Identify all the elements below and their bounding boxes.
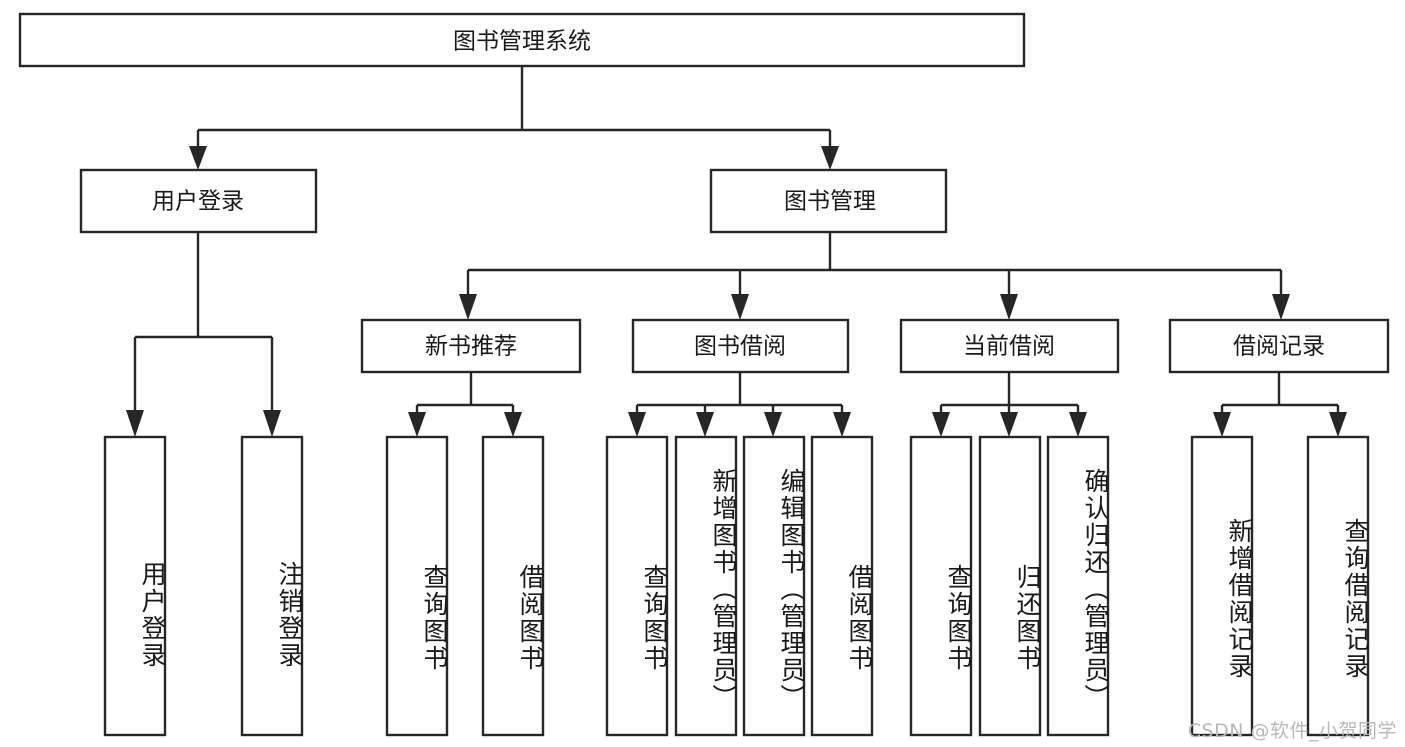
- node-leaf-query-record[interactable]: [1306, 435, 1370, 737]
- arrow-user-login: [189, 146, 207, 170]
- node-leaf-query-book-1[interactable]: [385, 435, 449, 737]
- node-leaf-borrow-book-1[interactable]: [481, 435, 545, 737]
- arrow-book-borrow: [731, 294, 749, 320]
- node-book-management[interactable]: [709, 168, 948, 234]
- csdn-watermark: CSDN @软件_小贺同学: [1187, 720, 1397, 742]
- node-book-borrow-label: 图书借阅: [694, 334, 786, 360]
- arrow-leaf-borrow-book-1: [504, 412, 522, 437]
- node-leaf-query-book-3[interactable]: [909, 435, 973, 737]
- node-leaf-confirm-return[interactable]: [1046, 435, 1110, 737]
- arrow-leaf-query-book-1: [408, 412, 426, 437]
- arrow-book-management: [821, 146, 839, 170]
- arrow-leaf-query-book-3: [932, 412, 950, 437]
- arrow-leaf-borrow-book-2: [833, 412, 851, 437]
- node-root-label: 图书管理系统: [453, 29, 591, 55]
- node-leaf-add-record[interactable]: [1190, 435, 1254, 737]
- node-current-borrow[interactable]: [899, 318, 1120, 374]
- node-leaf-return-book[interactable]: [978, 435, 1042, 737]
- arrow-leaf-user-login: [126, 410, 144, 437]
- node-leaf-user-login[interactable]: [103, 435, 167, 737]
- arrow-leaf-logout-login: [263, 410, 281, 437]
- arrow-leaf-edit-book: [764, 412, 782, 437]
- node-user-login-label: 用户登录: [152, 189, 244, 215]
- node-new-book-recommend-label: 新书推荐: [425, 334, 517, 360]
- node-leaf-edit-book[interactable]: [742, 435, 806, 737]
- node-leaf-borrow-book-2[interactable]: [810, 435, 874, 737]
- node-new-book-recommend[interactable]: [360, 318, 582, 374]
- arrow-leaf-add-record: [1213, 412, 1231, 437]
- node-current-borrow-label: 当前借阅: [963, 334, 1055, 360]
- node-leaf-query-book-2[interactable]: [605, 435, 669, 737]
- arrow-current-borrow: [1000, 294, 1018, 320]
- node-borrow-record-label: 借阅记录: [1233, 334, 1325, 360]
- arrow-leaf-confirm-return: [1069, 412, 1087, 437]
- arrow-leaf-return-book: [1000, 412, 1018, 437]
- arrow-leaf-add-book: [696, 412, 714, 437]
- node-leaf-add-book[interactable]: [674, 435, 738, 737]
- node-leaf-logout-login[interactable]: [240, 435, 304, 737]
- arrow-leaf-query-book-2: [628, 412, 646, 437]
- node-borrow-record[interactable]: [1168, 318, 1390, 374]
- arrow-leaf-query-record: [1329, 412, 1347, 437]
- arrow-borrow-record: [1272, 294, 1290, 320]
- node-book-management-label: 图书管理: [784, 189, 876, 215]
- arrow-new-book-recommend: [459, 294, 477, 320]
